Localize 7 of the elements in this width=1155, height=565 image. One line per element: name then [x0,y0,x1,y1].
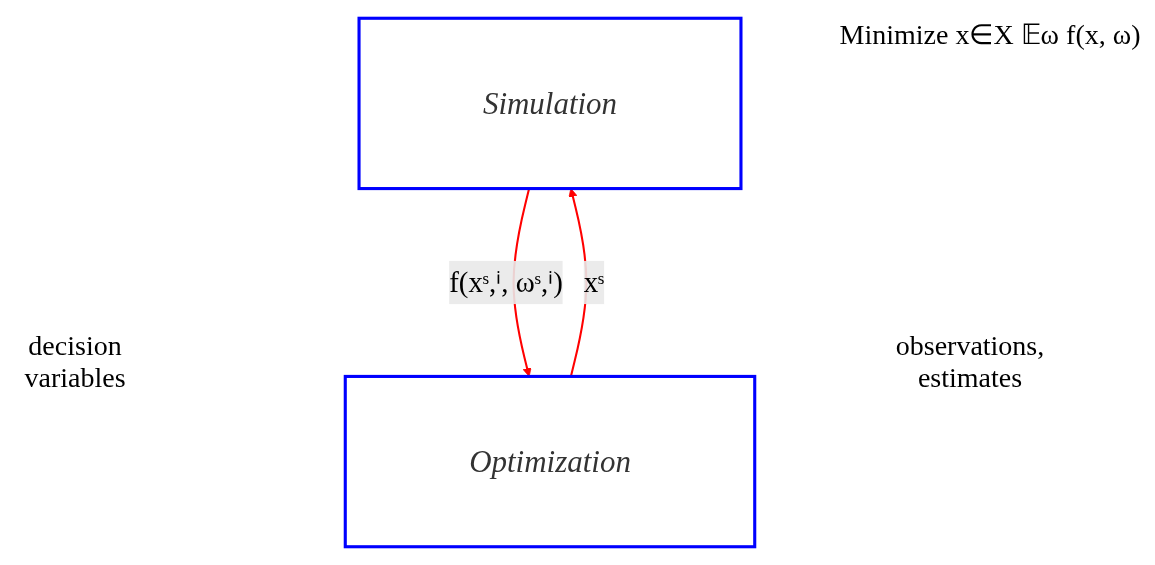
edge-label: f(xˢ,ⁱ, ωˢ,ⁱ) [449,265,563,298]
note-text: decision variables [23,330,127,394]
objective-formula: Minimize x∈X 𝔼ω f(x, ω) [838,18,1142,51]
edge-label: xˢ [583,265,605,298]
node-box: Simulation [357,16,743,191]
note-text: observations, estimates [894,330,1046,394]
node-box: Optimization [343,374,757,549]
